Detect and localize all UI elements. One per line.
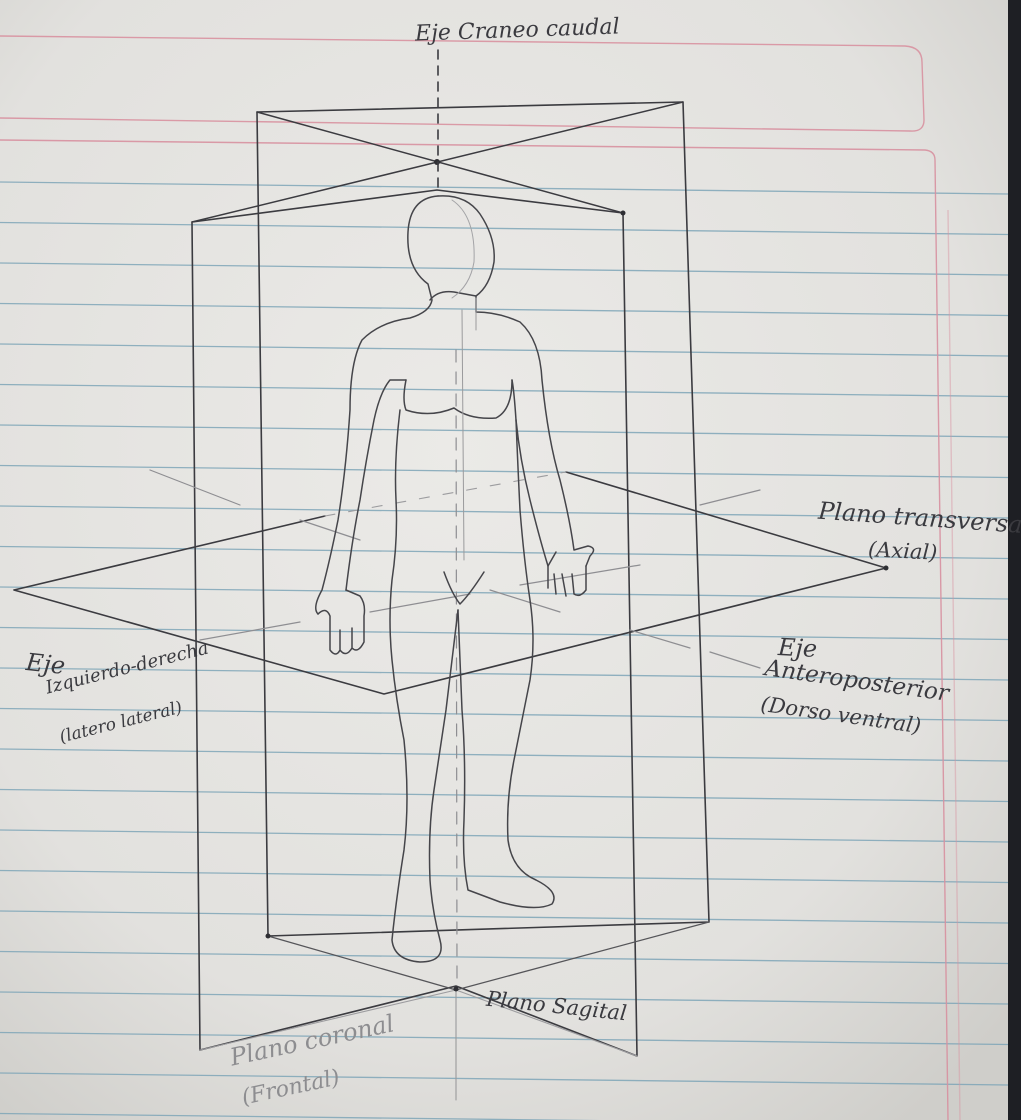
transverse-plane-alt-label: (Axial) xyxy=(867,539,937,564)
dark-edge xyxy=(1008,0,1021,1120)
